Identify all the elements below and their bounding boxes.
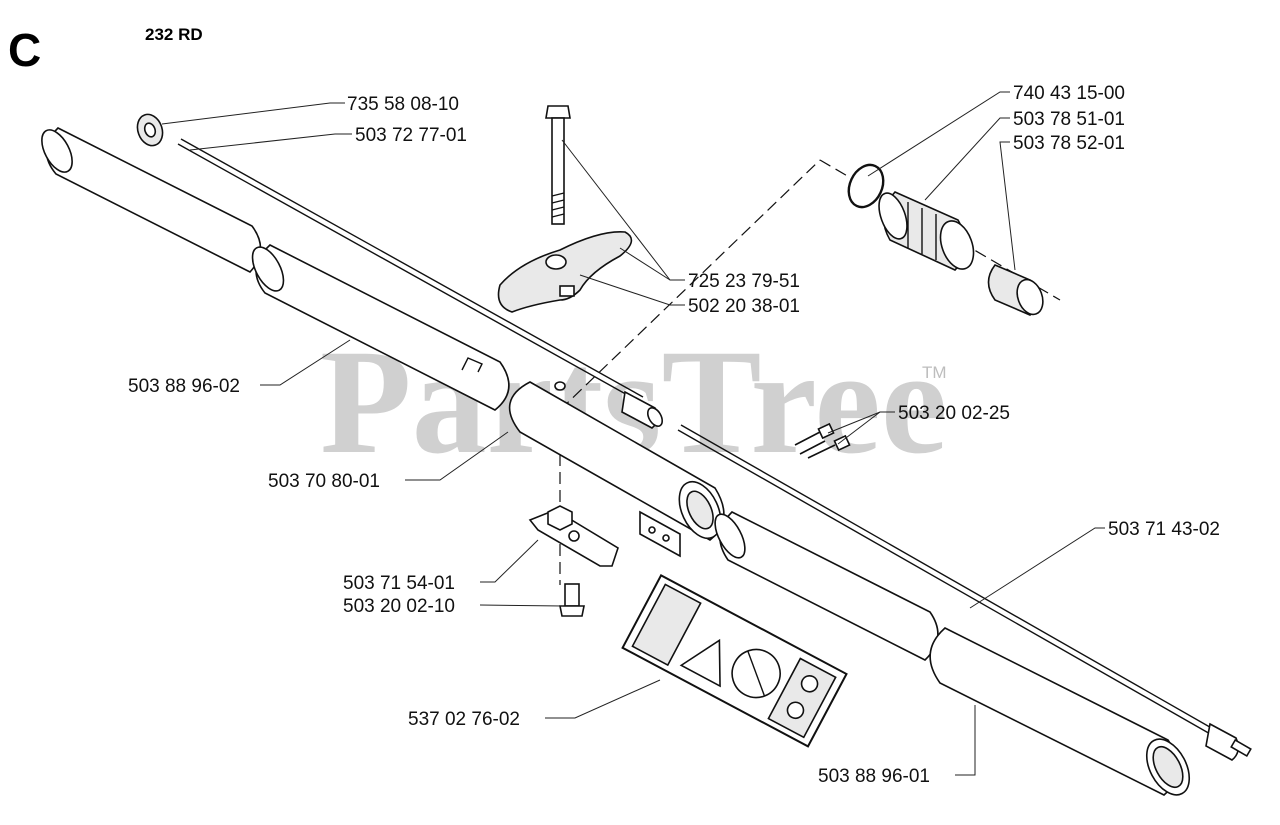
label-537-02-76-02: 537 02 76-02 — [408, 709, 520, 730]
section-letter: C — [8, 24, 41, 76]
support-bracket — [528, 505, 619, 567]
label-503-88-96-02: 503 88 96-02 — [128, 376, 240, 397]
label-503-20-02-10: 503 20 02-10 — [343, 596, 455, 617]
upper-tube-right — [251, 244, 510, 411]
part-labels: 735 58 08-10 503 72 77-01 740 43 15-00 5… — [128, 83, 1220, 787]
lower-tube-left — [714, 511, 939, 661]
label-725-23-79-51: 725 23 79-51 — [688, 271, 800, 292]
lower-drive-shaft — [677, 424, 1252, 761]
label-735-58-08-10: 735 58 08-10 — [347, 94, 459, 115]
washer — [136, 113, 164, 147]
end-sleeve — [987, 264, 1044, 316]
label-740-43-15-00: 740 43 15-00 — [1013, 83, 1125, 104]
lower-tube-right — [929, 627, 1191, 796]
label-503-70-80-01: 503 70 80-01 — [268, 471, 380, 492]
upper-tube-left — [41, 127, 262, 273]
o-ring — [847, 163, 885, 209]
clamp-screws — [794, 422, 851, 459]
trademark-mark: TM — [922, 363, 947, 382]
label-503-71-54-01: 503 71 54-01 — [343, 573, 455, 594]
wing-knob — [497, 231, 633, 313]
label-503-20-02-25: 503 20 02-25 — [898, 403, 1010, 424]
label-503-78-52-01: 503 78 52-01 — [1013, 133, 1125, 154]
clamp-bolt — [545, 105, 571, 225]
clamp-coupling — [508, 381, 725, 558]
leader-lines — [161, 91, 1105, 776]
axis-line-upper — [559, 159, 821, 411]
drawing — [41, 105, 1252, 796]
label-503-88-96-01: 503 88 96-01 — [818, 766, 930, 787]
bearing-housing — [878, 191, 975, 271]
model-name: 232 RD — [145, 25, 203, 44]
label-502-20-38-01: 502 20 38-01 — [688, 296, 800, 317]
label-503-72-77-01: 503 72 77-01 — [355, 125, 467, 146]
label-503-78-51-01: 503 78 51-01 — [1013, 109, 1125, 130]
label-503-71-43-02: 503 71 43-02 — [1108, 519, 1220, 540]
warning-decal — [621, 574, 848, 748]
bracket-screw — [559, 583, 585, 617]
upper-drive-shaft — [177, 138, 664, 429]
